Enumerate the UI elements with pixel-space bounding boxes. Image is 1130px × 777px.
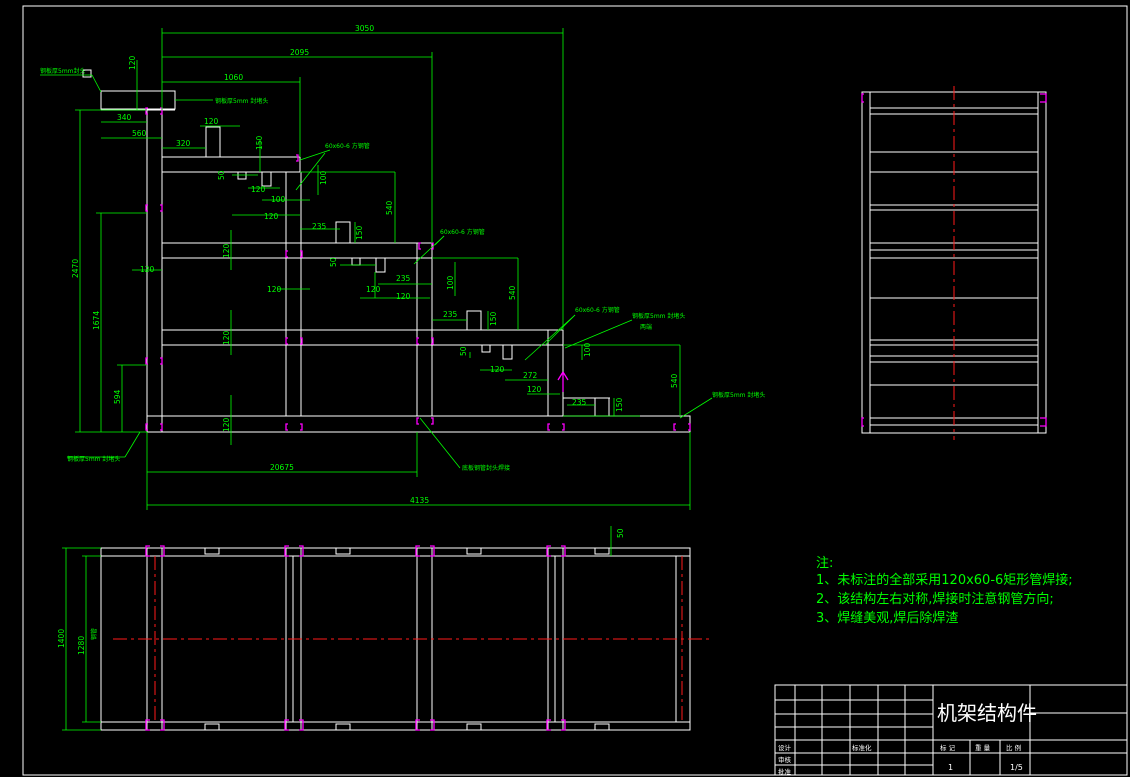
dim-120-k: 120 [396, 292, 411, 301]
dim-320: 320 [176, 139, 191, 148]
notes: 注: 1、未标注的全部采用120x60-6矩形管焊接; 2、该结构左右对称,焊接… [816, 556, 1073, 626]
dim-1400: 1400 [57, 629, 66, 648]
plan-view: 1400 1280 钢管 50 [57, 526, 712, 731]
tb-standard: 标准化 [852, 743, 872, 752]
notes-line-3: 3、焊缝美观,焊后除焊渣 [816, 610, 958, 626]
dim-540-c: 540 [670, 373, 679, 388]
dim-100-d: 100 [583, 342, 592, 357]
dim-20675: 20675 [270, 463, 294, 472]
dim-4135: 4135 [410, 496, 429, 505]
tb-mark-value: 1 [948, 763, 953, 772]
dim-50-c: 50 [459, 346, 468, 356]
label-tube-2: 60x60-6 方钢管 [440, 228, 485, 236]
dim-150-d: 150 [615, 397, 624, 412]
drawing-border [22, 5, 1128, 776]
dim-540-b: 540 [508, 285, 517, 300]
dim-235-a: 235 [312, 222, 327, 231]
dim-50-e: 50 [616, 528, 625, 538]
dim-120-f: 120 [222, 243, 231, 258]
tb-scale: 比 例 [1006, 743, 1021, 752]
dim-594: 594 [113, 389, 122, 404]
dim-340: 340 [117, 113, 132, 122]
tb-design: 设计 [778, 743, 792, 752]
label-top-plate: 钢板厚5mm 封堵头 [215, 97, 268, 105]
notes-line-1: 1、未标注的全部采用120x60-6矩形管焊接; [816, 572, 1073, 588]
label-top-left-plate: 钢板厚5mm封头 [40, 67, 86, 75]
tb-scale-value: 1/5 [1010, 763, 1023, 772]
dim-1674: 1674 [92, 311, 101, 330]
side-elevation [82, 69, 691, 433]
dim-120-l: 120 [490, 365, 505, 374]
dim-1280: 1280 [77, 636, 86, 655]
label-plate-far-right: 钢板厚5mm 封堵头 [712, 391, 765, 399]
dim-150-c: 150 [489, 311, 498, 326]
dim-100-b: 100 [271, 195, 286, 204]
tb-approve: 批准 [778, 767, 792, 776]
dim-120-g: 120 [222, 330, 231, 345]
tb-review: 审核 [778, 755, 792, 764]
dimension-lines [40, 28, 713, 510]
dim-120-j: 120 [366, 285, 381, 294]
dim-235-d: 235 [572, 398, 587, 407]
label-plate-right-2: 两端 [640, 323, 652, 331]
title-block-title: 机架结构件 [937, 701, 1037, 725]
dim-120-b: 120 [204, 117, 219, 126]
dim-2470: 2470 [71, 259, 80, 278]
dim-235-b: 235 [396, 274, 411, 283]
dim-235-c: 235 [443, 310, 458, 319]
dimension-texts: 3050 2095 1060 120 340 560 320 120 150 5… [71, 24, 679, 505]
dim-560: 560 [132, 129, 147, 138]
tb-weight: 重 量 [975, 744, 991, 752]
dim-120-c: 120 [251, 185, 266, 194]
label-tube-1: 60x60-6 方钢管 [325, 142, 370, 150]
end-view [861, 86, 1047, 440]
label-plate-bottom-left: 钢板厚5mm 封堵头 [67, 455, 120, 463]
dim-272: 272 [523, 371, 538, 380]
notes-line-2: 2、该结构左右对称,焊接时注意钢管方向; [816, 591, 1054, 607]
dim-3050: 3050 [355, 24, 374, 33]
dim-1060: 1060 [224, 73, 243, 82]
dim-150-b: 150 [355, 225, 364, 240]
dim-150-a: 150 [255, 135, 264, 150]
dim-120-i: 120 [267, 285, 282, 294]
dim-540-a: 540 [385, 200, 394, 215]
dim-120-h: 120 [222, 417, 231, 432]
dim-100-a: 100 [319, 170, 328, 185]
dim-120-m: 120 [527, 385, 542, 394]
leader-labels: 钢板厚5mm封头 钢板厚5mm 封堵头 60x60-6 方钢管 60x60-6 … [40, 67, 765, 472]
label-tube-3: 60x60-6 方钢管 [575, 306, 620, 314]
dim-100-c: 100 [446, 275, 455, 290]
dim-120-top: 120 [128, 55, 137, 70]
dim-50-b: 50 [329, 257, 338, 267]
label-weld-note: 底板钢管封头焊接 [462, 464, 510, 472]
dim-50-a: 50 [217, 170, 226, 180]
title-block: 机架结构件 设计 审核 批准 标准化 标 记 重 量 比 例 1 1/5 [774, 684, 1128, 776]
tb-mark: 标 记 [940, 743, 956, 752]
notes-heading: 注: [816, 556, 833, 571]
label-plate-right: 钢板厚5mm 封堵头 [632, 312, 685, 320]
dim-120-e: 120 [140, 265, 155, 274]
label-plan-note: 钢管 [90, 628, 98, 640]
dim-2095: 2095 [290, 48, 309, 57]
dim-120-d: 120 [264, 212, 279, 221]
